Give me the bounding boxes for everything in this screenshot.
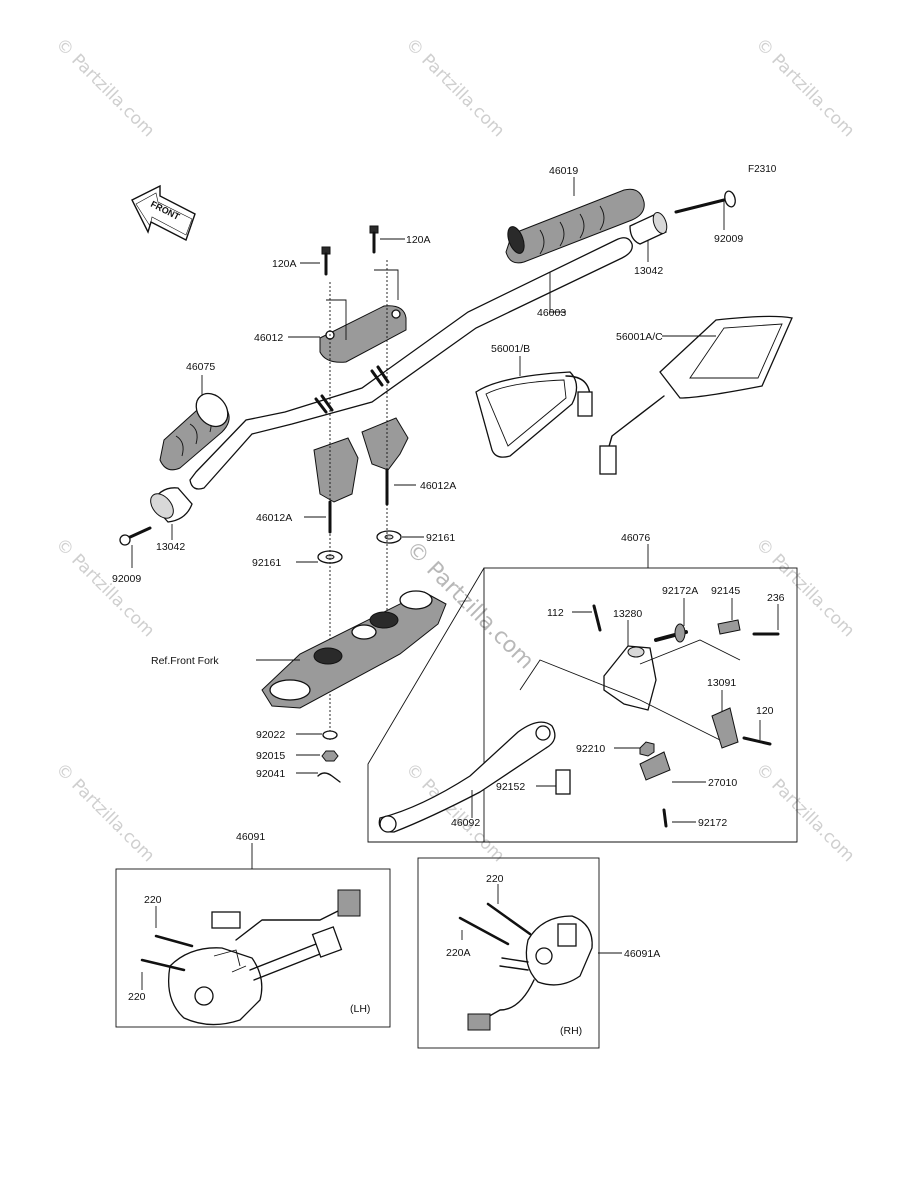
bolt-112 — [592, 604, 602, 632]
watermark: © Partzilla.com — [751, 34, 858, 141]
triple-clamp — [261, 590, 447, 709]
label-46092: 46092 — [451, 817, 480, 829]
label-92172A: 92172A — [662, 585, 698, 597]
watermark: © Partzilla.com — [751, 759, 858, 866]
adjuster-92172A — [654, 623, 688, 643]
label-92009: 92009 — [714, 233, 743, 245]
bolt-120 — [742, 736, 772, 746]
label-56001AC: 56001A/C — [616, 331, 663, 343]
front-arrow-icon: FRONT — [131, 184, 196, 241]
label-220: 220 — [486, 873, 504, 885]
label-rh: (RH) — [560, 1025, 582, 1037]
left-switch-housing — [140, 889, 361, 1026]
cotter-pin-92041 — [317, 772, 341, 783]
label-46076: 46076 — [621, 532, 650, 544]
label-46012A: 46012A — [420, 480, 456, 492]
label-220A: 220A — [446, 947, 471, 959]
mirror-right — [599, 315, 793, 475]
label-92161: 92161 — [426, 532, 455, 544]
washer-hole — [384, 534, 394, 540]
label-92041: 92041 — [256, 768, 285, 780]
label-92152: 92152 — [496, 781, 525, 793]
part-labels: 46019 92009 13042 46003 120A 120A 46012 … — [112, 165, 785, 1037]
screw-92172 — [662, 808, 668, 828]
label-56001B: 56001/B — [491, 343, 530, 355]
label-92145: 92145 — [711, 585, 740, 597]
label-236: 236 — [767, 592, 785, 604]
upper-clamp — [319, 305, 407, 363]
screw-92009-top — [674, 190, 736, 214]
label-ref-front-fork: Ref.Front Fork — [151, 655, 219, 667]
watermark: © Partzilla.com — [401, 34, 508, 141]
bracket-92145 — [717, 619, 741, 635]
label-92015: 92015 — [256, 750, 285, 762]
label-13042: 13042 — [634, 265, 663, 277]
collar-92152 — [555, 769, 571, 795]
clamp-13091 — [711, 707, 739, 749]
clutch-lever — [378, 721, 556, 833]
mirror-left — [475, 371, 593, 458]
left-grip — [159, 392, 230, 471]
washer-92022 — [322, 730, 338, 740]
riser-left — [313, 437, 359, 534]
right-grip — [505, 188, 645, 264]
label-46003: 46003 — [537, 307, 566, 319]
lever-holder — [603, 645, 657, 711]
label-220: 220 — [144, 894, 162, 906]
label-92210: 92210 — [576, 743, 605, 755]
clamp-bolts — [321, 225, 379, 276]
label-46012: 46012 — [254, 332, 283, 344]
label-120A: 120A — [272, 258, 297, 270]
watermark: © Partzilla.com — [51, 759, 158, 866]
label-27010: 27010 — [708, 777, 737, 789]
box-46076-extension — [367, 567, 797, 843]
screw-92009-left — [119, 526, 152, 546]
label-46091A: 46091A — [624, 948, 660, 960]
label-92161: 92161 — [252, 557, 281, 569]
handlebar — [189, 237, 633, 490]
nut-92210 — [639, 741, 655, 757]
label-120: 120 — [756, 705, 774, 717]
box-46091 — [115, 868, 391, 1028]
label-13280: 13280 — [613, 608, 642, 620]
label-lh: (LH) — [350, 1003, 370, 1015]
riser-right — [361, 417, 409, 506]
label-92009: 92009 — [112, 573, 141, 585]
nut-92015 — [321, 750, 339, 762]
bar-end-weight-left — [150, 487, 193, 523]
right-switch-housing — [458, 902, 593, 1031]
label-46019: 46019 — [549, 165, 578, 177]
label-92172: 92172 — [698, 817, 727, 829]
label-46091: 46091 — [236, 831, 265, 843]
label-46075: 46075 — [186, 361, 215, 373]
diagram-code: F2310 — [748, 164, 777, 175]
label-120A: 120A — [406, 234, 431, 246]
label-112: 112 — [547, 607, 564, 619]
label-92022: 92022 — [256, 729, 285, 741]
label-13042: 13042 — [156, 541, 185, 553]
label-13091: 13091 — [707, 677, 736, 689]
watermark: © Partzilla.com — [51, 34, 158, 141]
label-220: 220 — [128, 991, 146, 1003]
leader-lines — [131, 177, 779, 990]
watermark: © Partzilla.com — [751, 534, 858, 641]
label-46012A: 46012A — [256, 512, 292, 524]
switch-27010 — [639, 751, 671, 781]
bar-end-weight-right — [629, 211, 668, 245]
watermark: © Partzilla.com — [51, 534, 158, 641]
